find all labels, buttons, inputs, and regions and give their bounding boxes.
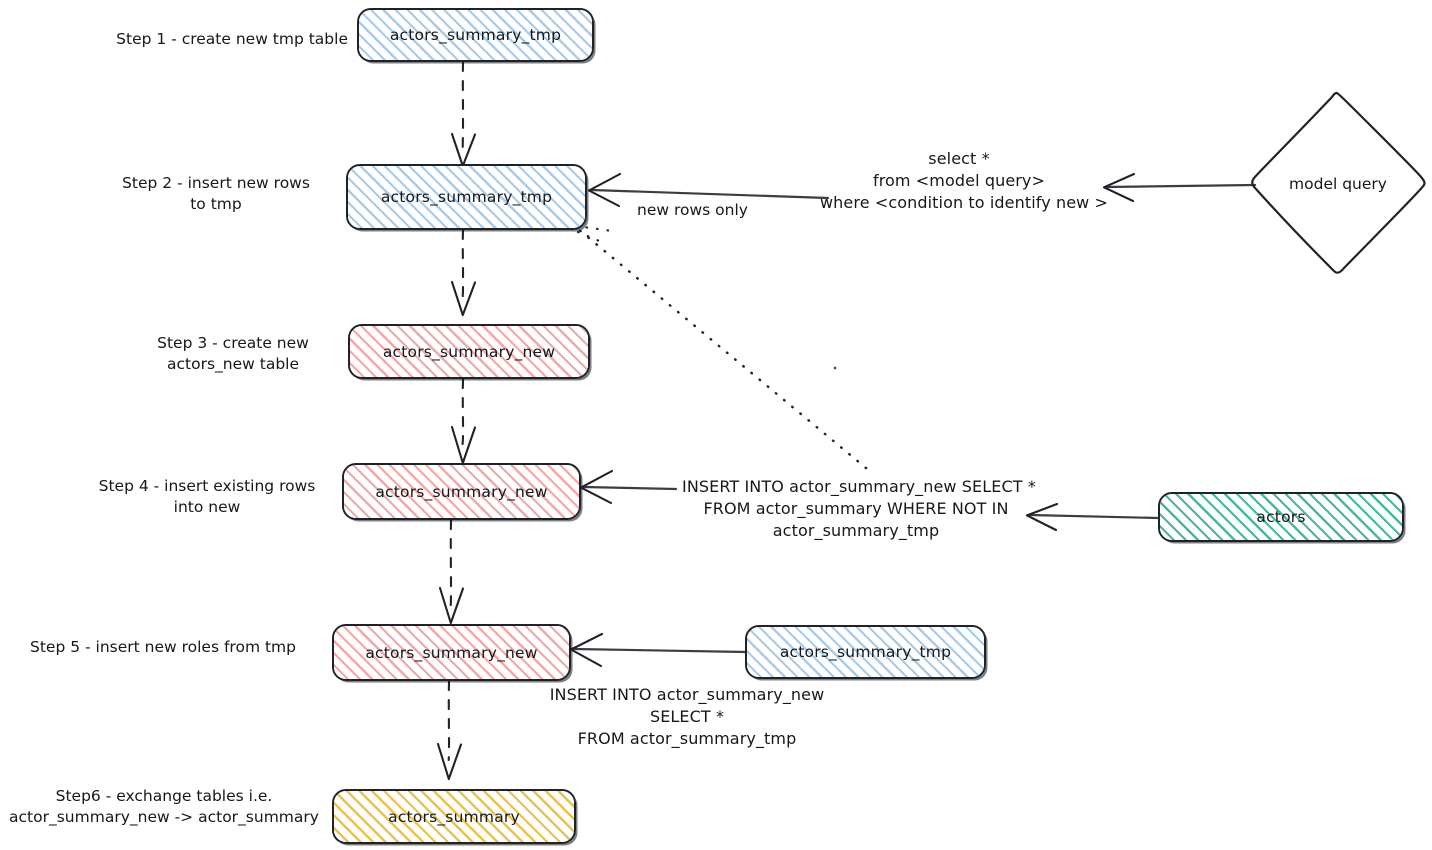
node-label: model query (1289, 175, 1387, 193)
step1-label: Step 1 - create new tmp table (116, 30, 348, 48)
node-actors-summary-tmp-source[interactable]: actors_summary_tmp (745, 625, 986, 679)
diamond-shape-icon (1251, 91, 1426, 274)
node-label: actors_summary_tmp (389, 26, 562, 44)
node-actors-summary-tmp-step2[interactable]: actors_summary_tmp (346, 164, 587, 230)
step4-label: Step 4 - insert existing rows into new (98, 477, 316, 517)
step3-label: Step 3 - create new actors_new table (157, 334, 309, 374)
node-label: actors_summary_new (375, 482, 548, 501)
step6-label: Step6 - exchange tables i.e. actor_summa… (9, 787, 319, 827)
node-label: actors (1256, 508, 1306, 526)
arrow-step5-to-step6 (436, 679, 463, 781)
node-label: actors_summary_new (382, 342, 556, 361)
annotation-insert-from-tmp-sql: INSERT INTO actor_summary_new SELECT * F… (549, 685, 825, 749)
node-label: actors_summary_tmp (779, 643, 952, 661)
step2-label: Step 2 - insert new rows to tmp (122, 174, 310, 214)
arrow-step3-to-step4 (450, 377, 477, 465)
arrow-note-to-step4 (579, 469, 678, 505)
node-label: actors_summary_new (365, 643, 538, 662)
arrow-actors-to-step4-note (1025, 502, 1160, 532)
node-actors-summary-new-step5[interactable]: actors_summary_new (332, 624, 571, 681)
arrow-modelquery-to-sql (1102, 172, 1257, 203)
node-actors-summary-final[interactable]: actors_summary (332, 789, 576, 844)
annotation-new-rows-only: new rows only (637, 201, 748, 219)
node-label: actors_summary_tmp (380, 188, 553, 206)
annotation-insert-existing-sql: INSERT INTO actor_summary_new SELECT * F… (682, 477, 1036, 541)
arrow-step1-to-step2 (450, 60, 477, 168)
dotted-link-step2-to-step4-note (570, 222, 874, 475)
arrow-step2-to-step3 (450, 228, 477, 317)
node-label: actors_summary (388, 807, 520, 826)
node-model-query[interactable]: model query (1248, 88, 1428, 280)
step5-label: Step 5 - insert new roles from tmp (30, 638, 296, 656)
node-actors-summary-tmp-step1[interactable]: actors_summary_tmp (357, 8, 594, 62)
stray-mark (833, 366, 837, 370)
arrow-tmpsrc-to-step5 (569, 632, 748, 668)
annotation-model-query-sql: select * from <model query> where <condi… (820, 149, 1109, 213)
node-actors-summary-new-step3[interactable]: actors_summary_new (348, 324, 590, 379)
node-actors-summary-new-step4[interactable]: actors_summary_new (342, 463, 581, 520)
node-actors-source[interactable]: actors (1158, 492, 1404, 542)
arrow-step4-to-step5 (438, 518, 465, 625)
